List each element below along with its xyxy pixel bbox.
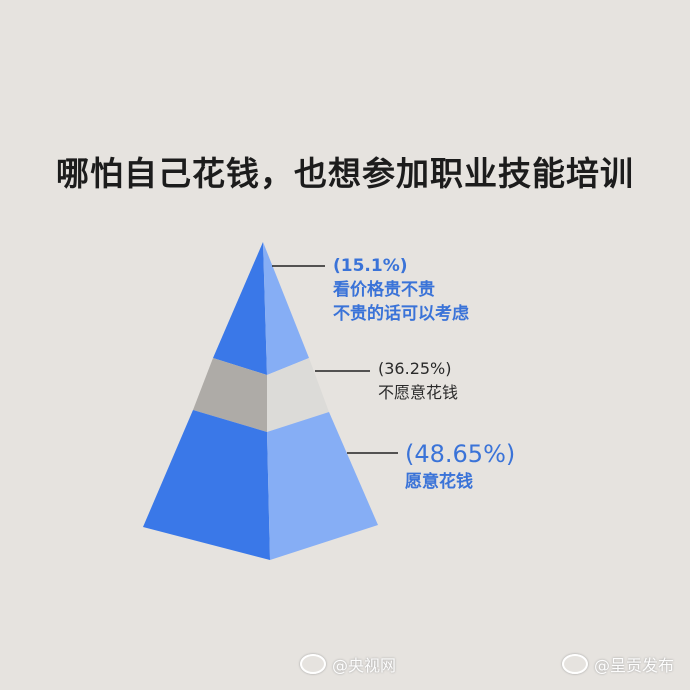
label-text: 不贵的话可以考虑 xyxy=(333,304,469,324)
weibo-icon xyxy=(562,654,588,674)
label-text: 看价格贵不贵 xyxy=(333,280,435,300)
pyramid-bottom-right xyxy=(267,412,378,560)
pyramid-mid-right xyxy=(267,358,329,432)
label-48pct: (48.65%) 愿意花钱 xyxy=(405,438,515,494)
watermark-cctv: @央视网 xyxy=(300,652,396,676)
label-pct: (36.25%) xyxy=(378,359,452,378)
label-15pct: (15.1%) 看价格贵不贵 不贵的话可以考虑 xyxy=(333,254,469,326)
pyramid-top-left xyxy=(213,242,267,375)
pyramid-bottom-left xyxy=(143,410,270,560)
chart-title: 哪怕自己花钱，也想参加职业技能培训 xyxy=(56,154,634,193)
label-text: 愿意花钱 xyxy=(405,472,473,492)
label-pct: (48.65%) xyxy=(405,440,516,468)
label-36pct: (36.25%) 不愿意花钱 xyxy=(378,357,458,405)
label-text: 不愿意花钱 xyxy=(378,383,459,402)
pyramid-top-right xyxy=(263,242,309,375)
watermark-chenggong: @呈贡发布 xyxy=(562,652,674,676)
label-pct: (15.1%) xyxy=(333,256,408,276)
weibo-icon xyxy=(300,654,326,674)
pyramid-mid-left xyxy=(193,358,267,432)
